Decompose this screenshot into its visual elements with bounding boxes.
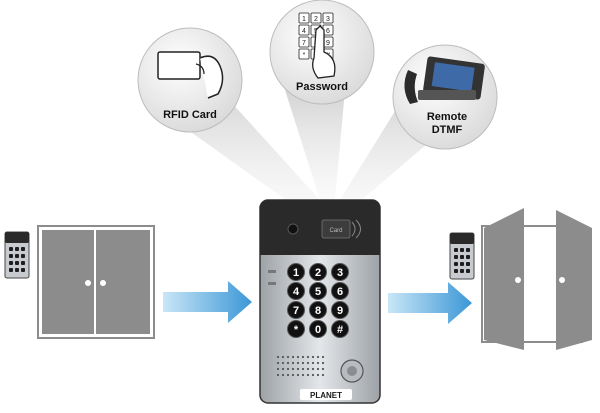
door-knob-right [100,280,106,286]
card-reader-text: Card [329,228,342,234]
open-door-right-leaf [556,210,592,350]
key-button: 6 [331,282,349,300]
closed-door [37,225,155,339]
brand-logo: PLANET [310,391,342,400]
status-leds [268,270,276,285]
right-mini-keys [454,248,470,273]
brand-plate [300,389,352,400]
open-door-left-leaf [484,208,524,350]
mini-key-label: 6 [326,28,330,35]
left-mini-keys [9,247,25,272]
key-label: 9 [337,305,343,317]
key-button: 4 [287,282,305,300]
arrow-to-doorphone [163,281,252,323]
speaker-grille [276,355,325,377]
rfid-card-icon [157,51,224,99]
mini-key-label: 9 [326,40,330,47]
key-button: 9 [331,301,349,319]
finger-icon [312,25,336,79]
key-label: * [294,324,299,336]
open-door-knob-left [515,277,521,283]
key-label: 1 [293,267,299,279]
arrow-to-open-door [388,282,472,324]
key-button: * [287,320,305,338]
key-button: 8 [309,301,327,319]
mini-key-label: 3 [326,16,330,23]
key-label: 5 [315,286,321,298]
key-button: 0 [309,320,327,338]
key-button: # [331,320,349,338]
key-label: 2 [315,267,321,279]
rfid-card-label: RFID Card [163,109,217,121]
key-label: 0 [315,324,321,336]
key-label: 6 [337,286,343,298]
remote-label-line1: Remote [427,111,467,123]
key-button: 1 [287,263,305,281]
door-phone: Card 1 2 3 4 5 6 7 8 9 * 0 # PLANET [259,199,381,404]
call-button [340,359,364,383]
key-button: 5 [309,282,327,300]
rfid-card-bubble: RFID Card [137,27,243,133]
mini-key-label: * [303,52,306,59]
key-button: 7 [287,301,305,319]
key-label: 4 [293,286,300,298]
key-label: 3 [337,267,343,279]
remote-label-line2: DTMF [432,124,463,136]
open-door [481,208,592,350]
remote-dtmf-bubble: Remote DTMF [392,44,498,150]
right-mini-doorphone [449,232,475,280]
mini-key-label: 1 [302,16,306,23]
mini-key-label: 7 [302,40,306,47]
video-phone-icon [404,56,485,104]
main-keypad: 1 2 3 4 5 6 7 8 9 * 0 # [287,263,349,338]
camera-icon [287,223,299,235]
door-knob-left [85,280,91,286]
mini-key-label: 2 [314,16,318,23]
key-button: 2 [309,263,327,281]
key-label: # [337,324,343,336]
key-button: 3 [331,263,349,281]
card-reader: Card [321,219,361,239]
key-label: 7 [293,305,299,317]
mini-key-label: 4 [302,28,306,35]
open-door-knob-right [559,277,565,283]
password-label: Password [296,81,348,93]
beam-password [285,90,345,200]
key-label: 8 [315,305,321,317]
left-mini-doorphone [4,231,30,279]
